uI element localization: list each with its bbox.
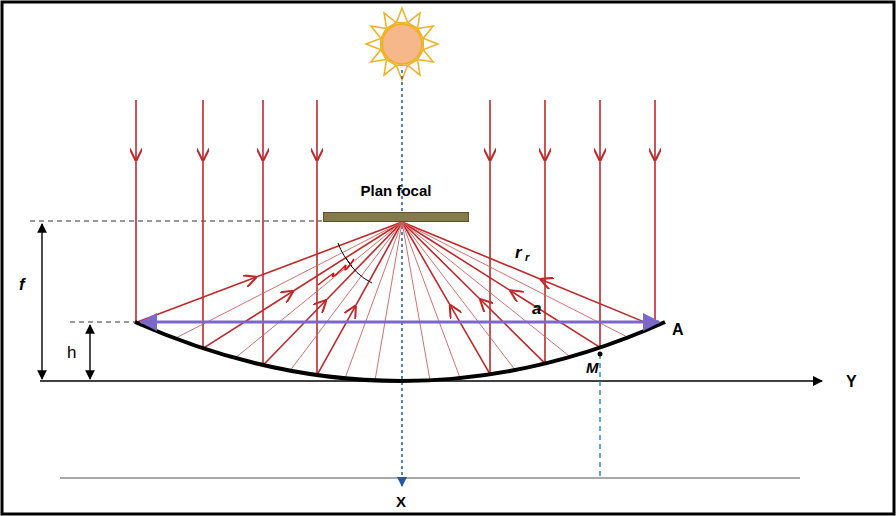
reflected-ray	[541, 279, 655, 326]
incident-ray	[316, 100, 318, 160]
dim-guide	[30, 221, 322, 222]
incident-ray	[135, 100, 137, 160]
fan-line	[290, 222, 402, 371]
fan-line	[345, 222, 402, 378]
reflected-ray	[203, 292, 293, 349]
sun-disc	[382, 24, 422, 64]
incident-ray	[135, 158, 137, 322]
angle-arc	[346, 258, 372, 283]
focal-plane: Plan focal	[323, 183, 469, 222]
angle-arc	[338, 243, 352, 266]
reflected-ray	[402, 222, 541, 279]
fan-line	[402, 222, 628, 337]
incident-ray	[654, 158, 656, 326]
incident-ray	[544, 100, 546, 160]
point-label: M	[586, 360, 599, 375]
dimension-label: r	[515, 244, 522, 261]
dimension-label: a	[532, 300, 541, 317]
fan-line	[402, 222, 430, 380]
fan-line	[402, 222, 515, 370]
node-label: Plan focal	[323, 183, 469, 198]
incident-ray	[489, 100, 491, 160]
x-axis	[401, 70, 403, 486]
h-dimension	[89, 325, 90, 379]
reflected-ray	[481, 300, 545, 364]
reflected-ray	[263, 301, 326, 365]
dimension-subscript: r	[525, 252, 529, 263]
dimension-label: h	[66, 344, 77, 361]
fan-line	[402, 222, 570, 357]
incident-ray	[544, 158, 546, 363]
receiver-bar	[323, 212, 469, 222]
point-m	[598, 352, 603, 357]
sun-ray	[366, 38, 381, 49]
incident-ray	[316, 158, 318, 375]
incident-ray	[262, 158, 264, 365]
axis-label: X	[396, 494, 406, 509]
angle-mark	[318, 259, 354, 285]
point-label: A	[672, 322, 684, 338]
incident-ray	[599, 158, 601, 347]
light-rays	[136, 100, 655, 380]
ground-line	[60, 477, 800, 478]
fan-line	[375, 222, 402, 380]
incident-ray	[262, 100, 264, 160]
sun-symbol	[366, 8, 438, 80]
reflected-ray	[511, 291, 600, 347]
projection-line	[599, 354, 601, 478]
incident-ray	[599, 100, 601, 160]
dimension-label: f	[18, 276, 26, 293]
reflected-ray	[136, 277, 256, 322]
parabolic-dish	[135, 322, 665, 381]
dim-guide	[70, 322, 135, 323]
reflected-ray	[293, 222, 402, 292]
incident-ray	[202, 100, 204, 160]
reflected-ray	[402, 222, 511, 291]
aperture-arrow	[141, 321, 659, 324]
reflected-ray	[450, 306, 490, 374]
incident-ray	[202, 158, 204, 348]
sun-ray	[423, 38, 438, 49]
incident-ray	[489, 158, 491, 374]
sun-ray	[396, 8, 407, 23]
axis-label: Y	[846, 374, 857, 390]
f-dimension	[41, 224, 42, 379]
incident-ray	[654, 100, 656, 160]
